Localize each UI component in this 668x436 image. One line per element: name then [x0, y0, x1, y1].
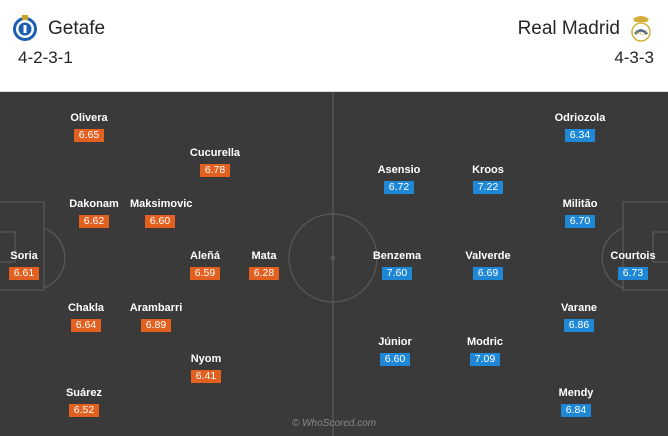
player-maksimovic[interactable]: Maksimovic 6.60	[130, 198, 193, 229]
player-rating: 6.86	[564, 319, 594, 332]
player-name: Mata	[251, 250, 277, 262]
player-rating: 6.61	[9, 267, 39, 280]
player-rating: 6.69	[473, 267, 503, 280]
match-header: Getafe 4-2-3-1 Real Madrid MCF 4-3-3	[0, 0, 668, 92]
player-name: Nyom	[190, 353, 222, 365]
player-rating: 6.59	[190, 267, 220, 280]
player-name: Aleñá	[190, 250, 220, 262]
player-name: Dakonam	[69, 198, 119, 210]
player-chakla[interactable]: Chakla 6.64	[56, 302, 116, 333]
player-olivera[interactable]: Olivera 6.65	[59, 112, 119, 143]
player-rating: 6.52	[69, 404, 99, 417]
player-name: Benzema	[372, 250, 422, 262]
player-militao[interactable]: Militão 6.70	[550, 198, 610, 229]
player-name: Maksimovic	[130, 198, 193, 210]
player-rating: 6.28	[249, 267, 279, 280]
player-name: Varane	[560, 302, 598, 314]
player-rating: 6.89	[141, 319, 171, 332]
player-alena[interactable]: Aleñá 6.59	[175, 250, 235, 281]
player-name: Asensio	[377, 164, 421, 176]
player-name: Chakla	[67, 302, 105, 314]
player-courtois[interactable]: Courtois 6.73	[603, 250, 663, 281]
player-name: Odriozola	[554, 112, 606, 124]
player-modric[interactable]: Modric 7.09	[455, 336, 515, 367]
pitch: Olivera 6.65 Cucurella 6.78 Dakonam 6.62…	[0, 92, 668, 436]
player-name: Courtois	[610, 250, 656, 262]
player-name: Kroos	[472, 164, 504, 176]
player-rating: 6.41	[191, 370, 221, 383]
home-formation: 4-2-3-1	[18, 48, 73, 67]
player-mendy[interactable]: Mendy 6.84	[546, 387, 606, 418]
player-nyom[interactable]: Nyom 6.41	[176, 353, 236, 384]
player-dakonam[interactable]: Dakonam 6.62	[64, 198, 124, 229]
player-valverde[interactable]: Valverde 6.69	[458, 250, 518, 281]
player-arambarri[interactable]: Arambarri 6.89	[126, 302, 186, 333]
player-rating: 7.09	[470, 353, 500, 366]
away-formation: 4-3-3	[614, 48, 654, 67]
svg-text:MCF: MCF	[635, 30, 648, 37]
player-name: Soria	[10, 250, 38, 262]
player-rating: 6.72	[384, 181, 414, 194]
player-odriozola[interactable]: Odriozola 6.34	[550, 112, 610, 143]
player-rating: 6.84	[561, 404, 591, 417]
player-rating: 6.34	[565, 129, 595, 142]
player-rating: 6.70	[565, 215, 595, 228]
player-name: Cucurella	[189, 147, 241, 159]
player-rating: 6.60	[380, 353, 410, 366]
player-rating: 6.65	[74, 129, 104, 142]
player-name: Júnior	[378, 336, 412, 348]
player-mata[interactable]: Mata 6.28	[234, 250, 294, 281]
getafe-crest-icon	[13, 15, 37, 41]
player-rating: 6.62	[79, 215, 109, 228]
player-soria[interactable]: Soria 6.61	[0, 250, 54, 281]
player-name: Modric	[466, 336, 504, 348]
player-name: Arambarri	[129, 302, 183, 314]
player-varane[interactable]: Varane 6.86	[549, 302, 609, 333]
player-benzema[interactable]: Benzema 7.60	[367, 250, 427, 281]
whoscored-watermark: © WhoScored.com	[291, 418, 377, 429]
player-name: Mendy	[558, 387, 594, 399]
player-name: Suárez	[65, 387, 103, 399]
player-rating: 6.78	[200, 164, 230, 177]
player-asensio[interactable]: Asensio 6.72	[369, 164, 429, 195]
player-junior[interactable]: Júnior 6.60	[365, 336, 425, 367]
real-madrid-crest-icon: MCF	[631, 16, 651, 42]
away-team-name[interactable]: Real Madrid	[517, 18, 620, 39]
player-name: Militão	[562, 198, 598, 210]
player-kroos[interactable]: Kroos 7.22	[458, 164, 518, 195]
pitch-markings	[0, 92, 668, 436]
player-suarez[interactable]: Suárez 6.52	[54, 387, 114, 418]
player-name: Valverde	[465, 250, 511, 262]
player-name: Olivera	[70, 112, 108, 124]
player-rating: 7.60	[382, 267, 412, 280]
player-rating: 6.64	[71, 319, 101, 332]
player-rating: 6.60	[145, 215, 175, 228]
player-cucurella[interactable]: Cucurella 6.78	[185, 147, 245, 178]
player-rating: 6.73	[618, 267, 648, 280]
home-team-name[interactable]: Getafe	[48, 18, 106, 39]
player-rating: 7.22	[473, 181, 503, 194]
